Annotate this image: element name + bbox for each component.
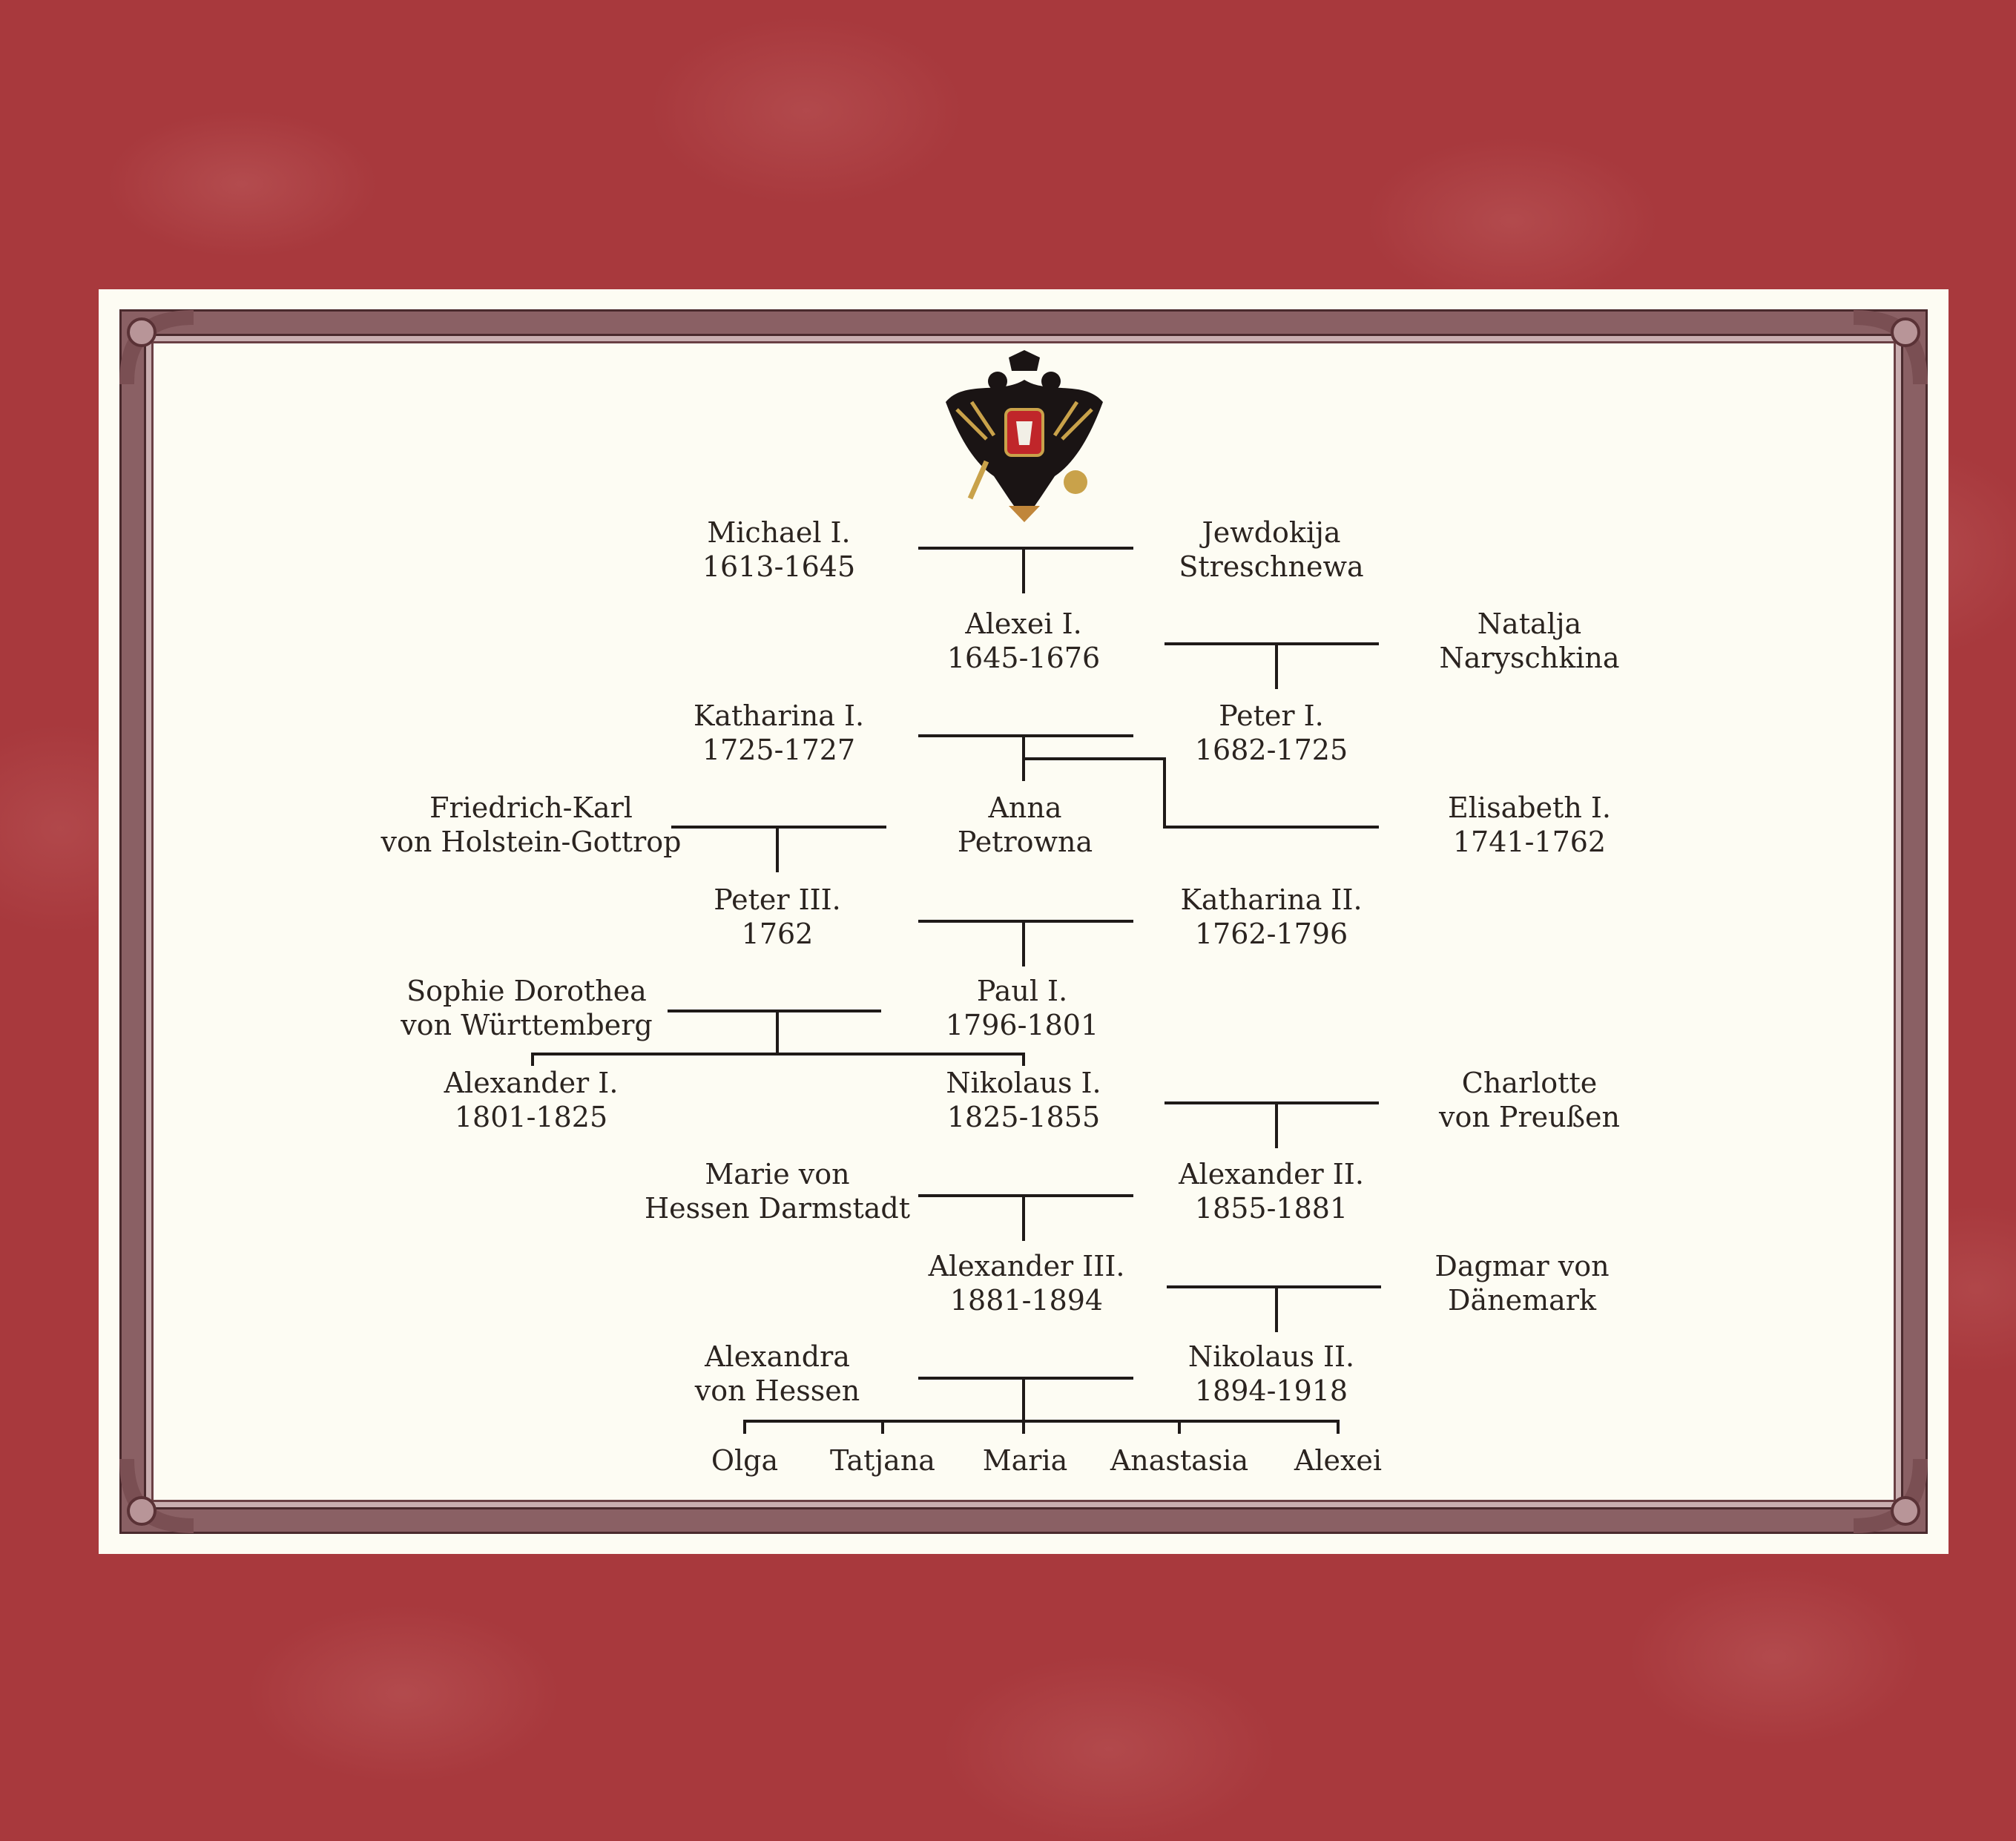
person-alexander3: Alexander III.1881-1894 bbox=[928, 1250, 1125, 1317]
corner-ornament-icon bbox=[119, 310, 194, 384]
sibling-line bbox=[531, 1053, 1025, 1066]
corner-ornament-icon bbox=[119, 1459, 194, 1533]
descent-line bbox=[1024, 757, 1379, 829]
person-elisabeth1: Elisabeth I.1741-1762 bbox=[1448, 791, 1611, 858]
person-katharina2: Katharina II.1762-1796 bbox=[1180, 883, 1363, 950]
person-nikolaus1: Nikolaus I.1825-1855 bbox=[946, 1067, 1101, 1133]
corner-ornament-icon bbox=[1854, 1459, 1928, 1533]
person-alexei1: Alexei I.1645-1676 bbox=[946, 607, 1101, 674]
person-peter1: Peter I.1682-1725 bbox=[1194, 699, 1348, 766]
child-tatjana: Tatjana bbox=[830, 1444, 935, 1477]
child-anastasia: Anastasia bbox=[1110, 1444, 1249, 1477]
person-paul1: Paul I.1796-1801 bbox=[945, 975, 1099, 1041]
child-maria: Maria bbox=[982, 1444, 1068, 1477]
double-headed-eagle-icon bbox=[946, 350, 1103, 522]
person-alexander2: Alexander II.1855-1881 bbox=[1179, 1158, 1364, 1225]
child-olga: Olga bbox=[711, 1444, 779, 1477]
corner-ornament-icon bbox=[1854, 310, 1928, 384]
person-peter3: Peter III.1762 bbox=[714, 883, 841, 950]
sibling-line bbox=[743, 1420, 1340, 1434]
person-michael1: Michael I.1613-1645 bbox=[702, 516, 856, 583]
person-nikolaus2: Nikolaus II.1894-1918 bbox=[1187, 1340, 1355, 1407]
ornamental-frame bbox=[122, 312, 1926, 1532]
person-katharina1: Katharina I.1725-1727 bbox=[693, 699, 865, 766]
child-alexei: Alexei bbox=[1294, 1444, 1383, 1477]
person-alexander1: Alexander I.1801-1825 bbox=[444, 1067, 619, 1133]
